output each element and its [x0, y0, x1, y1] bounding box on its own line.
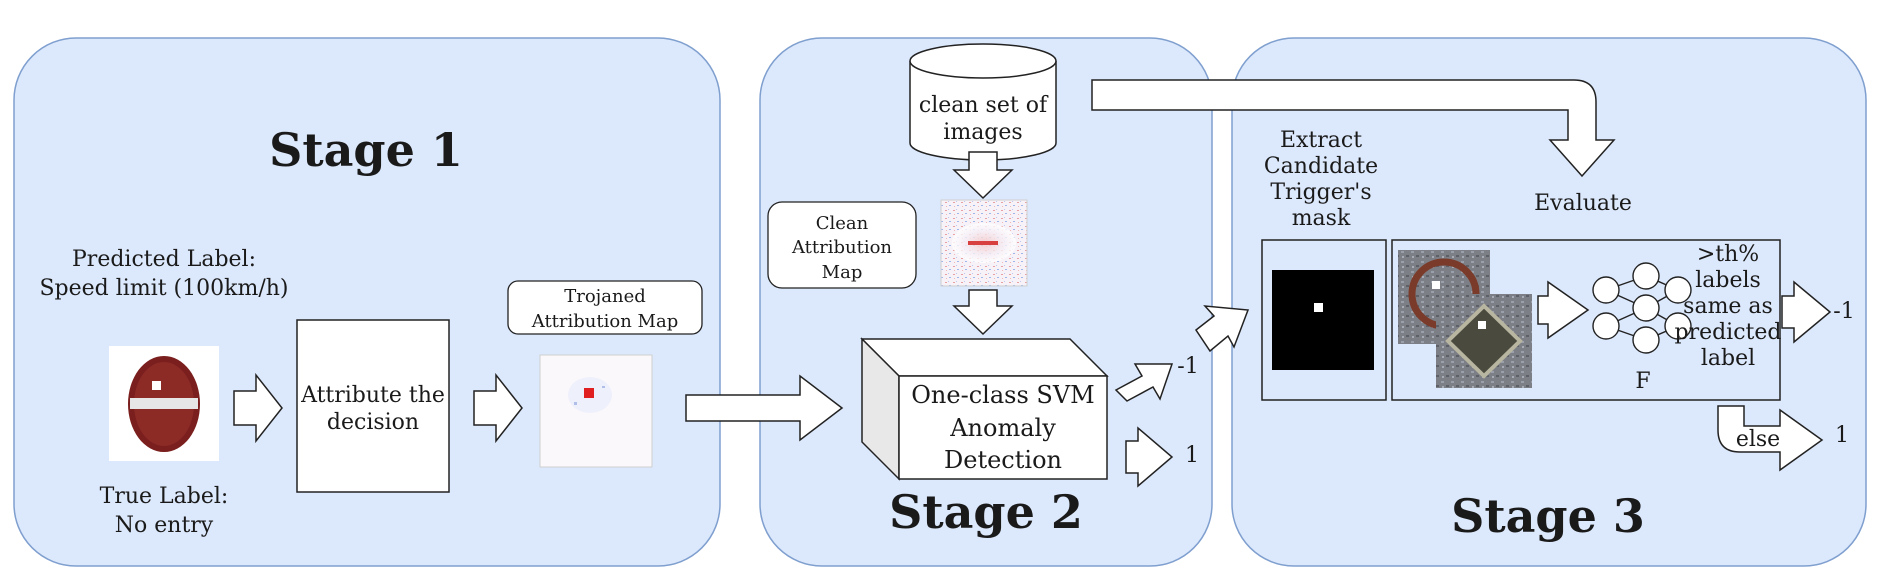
extract-label-line1: Extract: [1280, 128, 1362, 153]
arrow-svm-to-neg: [1114, 363, 1174, 402]
clean-map-label-line2: Attribution: [791, 237, 892, 258]
evaluate-label: Evaluate: [1534, 191, 1632, 216]
evaluate-output-neg: -1: [1833, 299, 1854, 324]
input-sign-image: [109, 346, 219, 461]
trojaned-map-label-line1: Trojaned: [564, 286, 646, 307]
arrow-clean-set-to-evaluate: [1091, 79, 1616, 178]
attribute-box-line2: decision: [327, 410, 419, 435]
svm-output-pos: 1: [1185, 443, 1199, 468]
threshold-label-line4: predicted: [1674, 320, 1781, 345]
trojaned-attribution-map-image: [539, 354, 653, 468]
true-label-line2: No entry: [115, 513, 214, 538]
stage1-title: Stage 1: [269, 123, 463, 177]
network-label: F: [1635, 369, 1650, 394]
mask-box: [1261, 239, 1387, 401]
arrow-evaluate-to-neg: [1781, 280, 1832, 344]
stage3-title: Stage 3: [1451, 489, 1645, 543]
trigger-mask-image: [1272, 270, 1374, 370]
neural-network-icon: [1592, 262, 1692, 354]
extract-label-line3: Trigger's: [1270, 180, 1371, 205]
extract-label-line2: Candidate: [1264, 154, 1378, 179]
svm-box-line1: One-class SVM: [911, 381, 1094, 409]
clean-map-label-box: [767, 201, 917, 289]
arrow-images-to-network: [1537, 280, 1590, 340]
arrow-else-to-pos: [1717, 405, 1824, 472]
svm-detector-box: [860, 337, 1109, 481]
threshold-label-line2: labels: [1695, 268, 1761, 293]
trojaned-map-label-line2: Attribution Map: [531, 311, 678, 332]
stamped-test-image-2: [1436, 294, 1532, 388]
arrow-sign-to-attribute: [233, 372, 283, 444]
stage2-title: Stage 2: [889, 485, 1083, 539]
evaluate-box: [1391, 239, 1781, 401]
predicted-label-line2: Speed limit (100km/h): [39, 276, 288, 301]
extract-label-line4: mask: [1292, 206, 1351, 231]
trigger-patch-icon: [152, 381, 161, 390]
threshold-label-line5: label: [1701, 346, 1755, 371]
svm-output-neg: -1: [1177, 354, 1198, 379]
svm-box-line3: Detection: [944, 446, 1062, 474]
clean-map-label-line1: Clean: [816, 213, 869, 234]
predicted-label-line1: Predicted Label:: [72, 247, 256, 272]
attribute-box-line1: Attribute the: [300, 383, 445, 408]
arrow-neg-to-mask: [1194, 305, 1250, 353]
clean-image-set-cylinder: [909, 43, 1057, 161]
trigger-mask-dot: [1314, 303, 1323, 312]
arrow-clean-map-to-svm: [952, 289, 1014, 336]
clean-set-line1: clean set of: [919, 93, 1049, 118]
arrow-attribute-to-map: [473, 372, 523, 444]
threshold-label-line3: same as: [1683, 294, 1773, 319]
arrow-stage1-to-stage2: [685, 374, 844, 442]
arrow-svm-to-pos: [1125, 426, 1174, 488]
true-label-line1: True Label:: [100, 484, 229, 509]
clean-set-line2: images: [943, 120, 1022, 145]
attribute-decision-box: [296, 319, 450, 493]
svm-box-line2: Anomaly: [949, 414, 1056, 442]
clean-map-label-line3: Map: [822, 262, 863, 283]
else-label: else: [1736, 427, 1780, 452]
trojaned-map-label-box: [507, 280, 703, 335]
threshold-label-line1: >th%: [1697, 242, 1759, 267]
clean-attribution-map-image: [940, 199, 1028, 287]
arrow-cylinder-to-clean-map: [952, 151, 1014, 200]
evaluate-output-pos: 1: [1835, 423, 1849, 448]
